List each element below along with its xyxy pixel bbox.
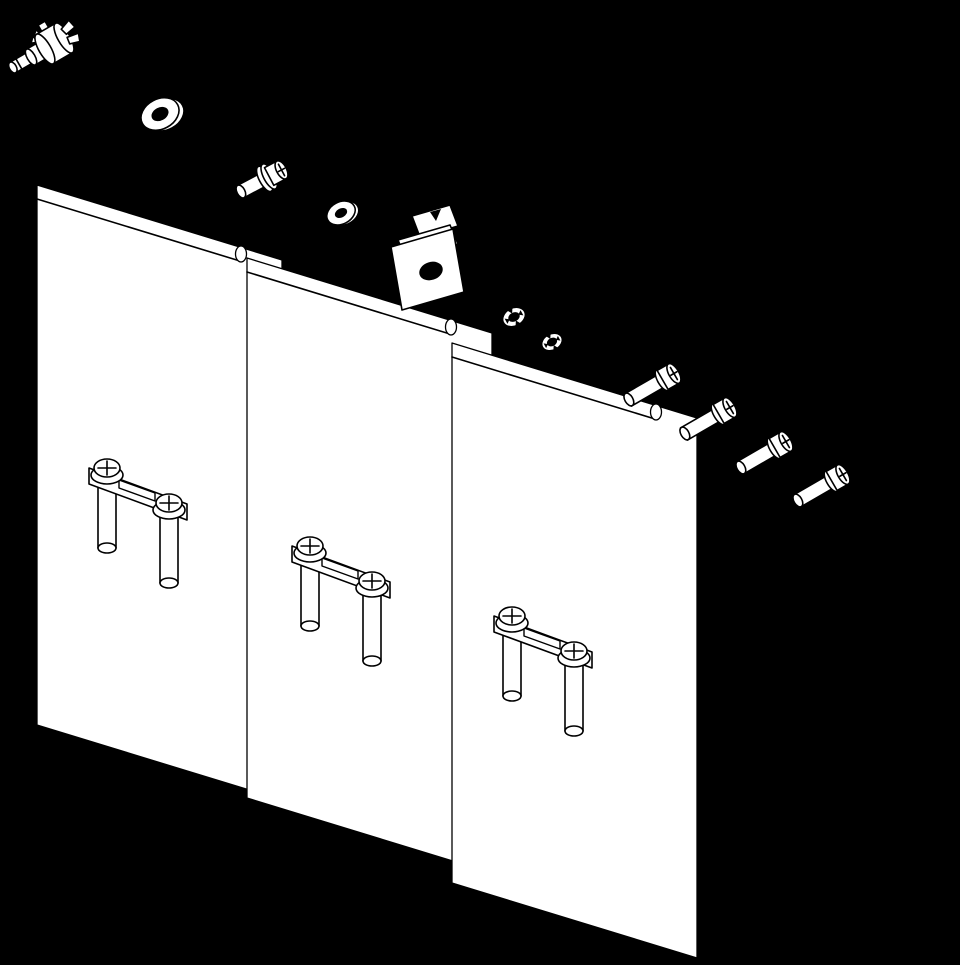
flanged-screw bbox=[229, 154, 294, 207]
tooth-lock-washer-1 bbox=[498, 302, 530, 332]
pan-head-screw-3 bbox=[730, 427, 798, 481]
clip-nut bbox=[390, 204, 465, 311]
tooth-lock-washer-2 bbox=[537, 329, 567, 355]
panel-1 bbox=[36, 184, 283, 801]
flat-washer-small bbox=[321, 194, 364, 233]
pan-head-screw-4 bbox=[787, 460, 855, 514]
flat-washer-large bbox=[134, 88, 191, 141]
clip-nut-hole bbox=[419, 261, 443, 281]
clip-nut-notch bbox=[430, 209, 441, 221]
potentiometer bbox=[0, 8, 88, 87]
